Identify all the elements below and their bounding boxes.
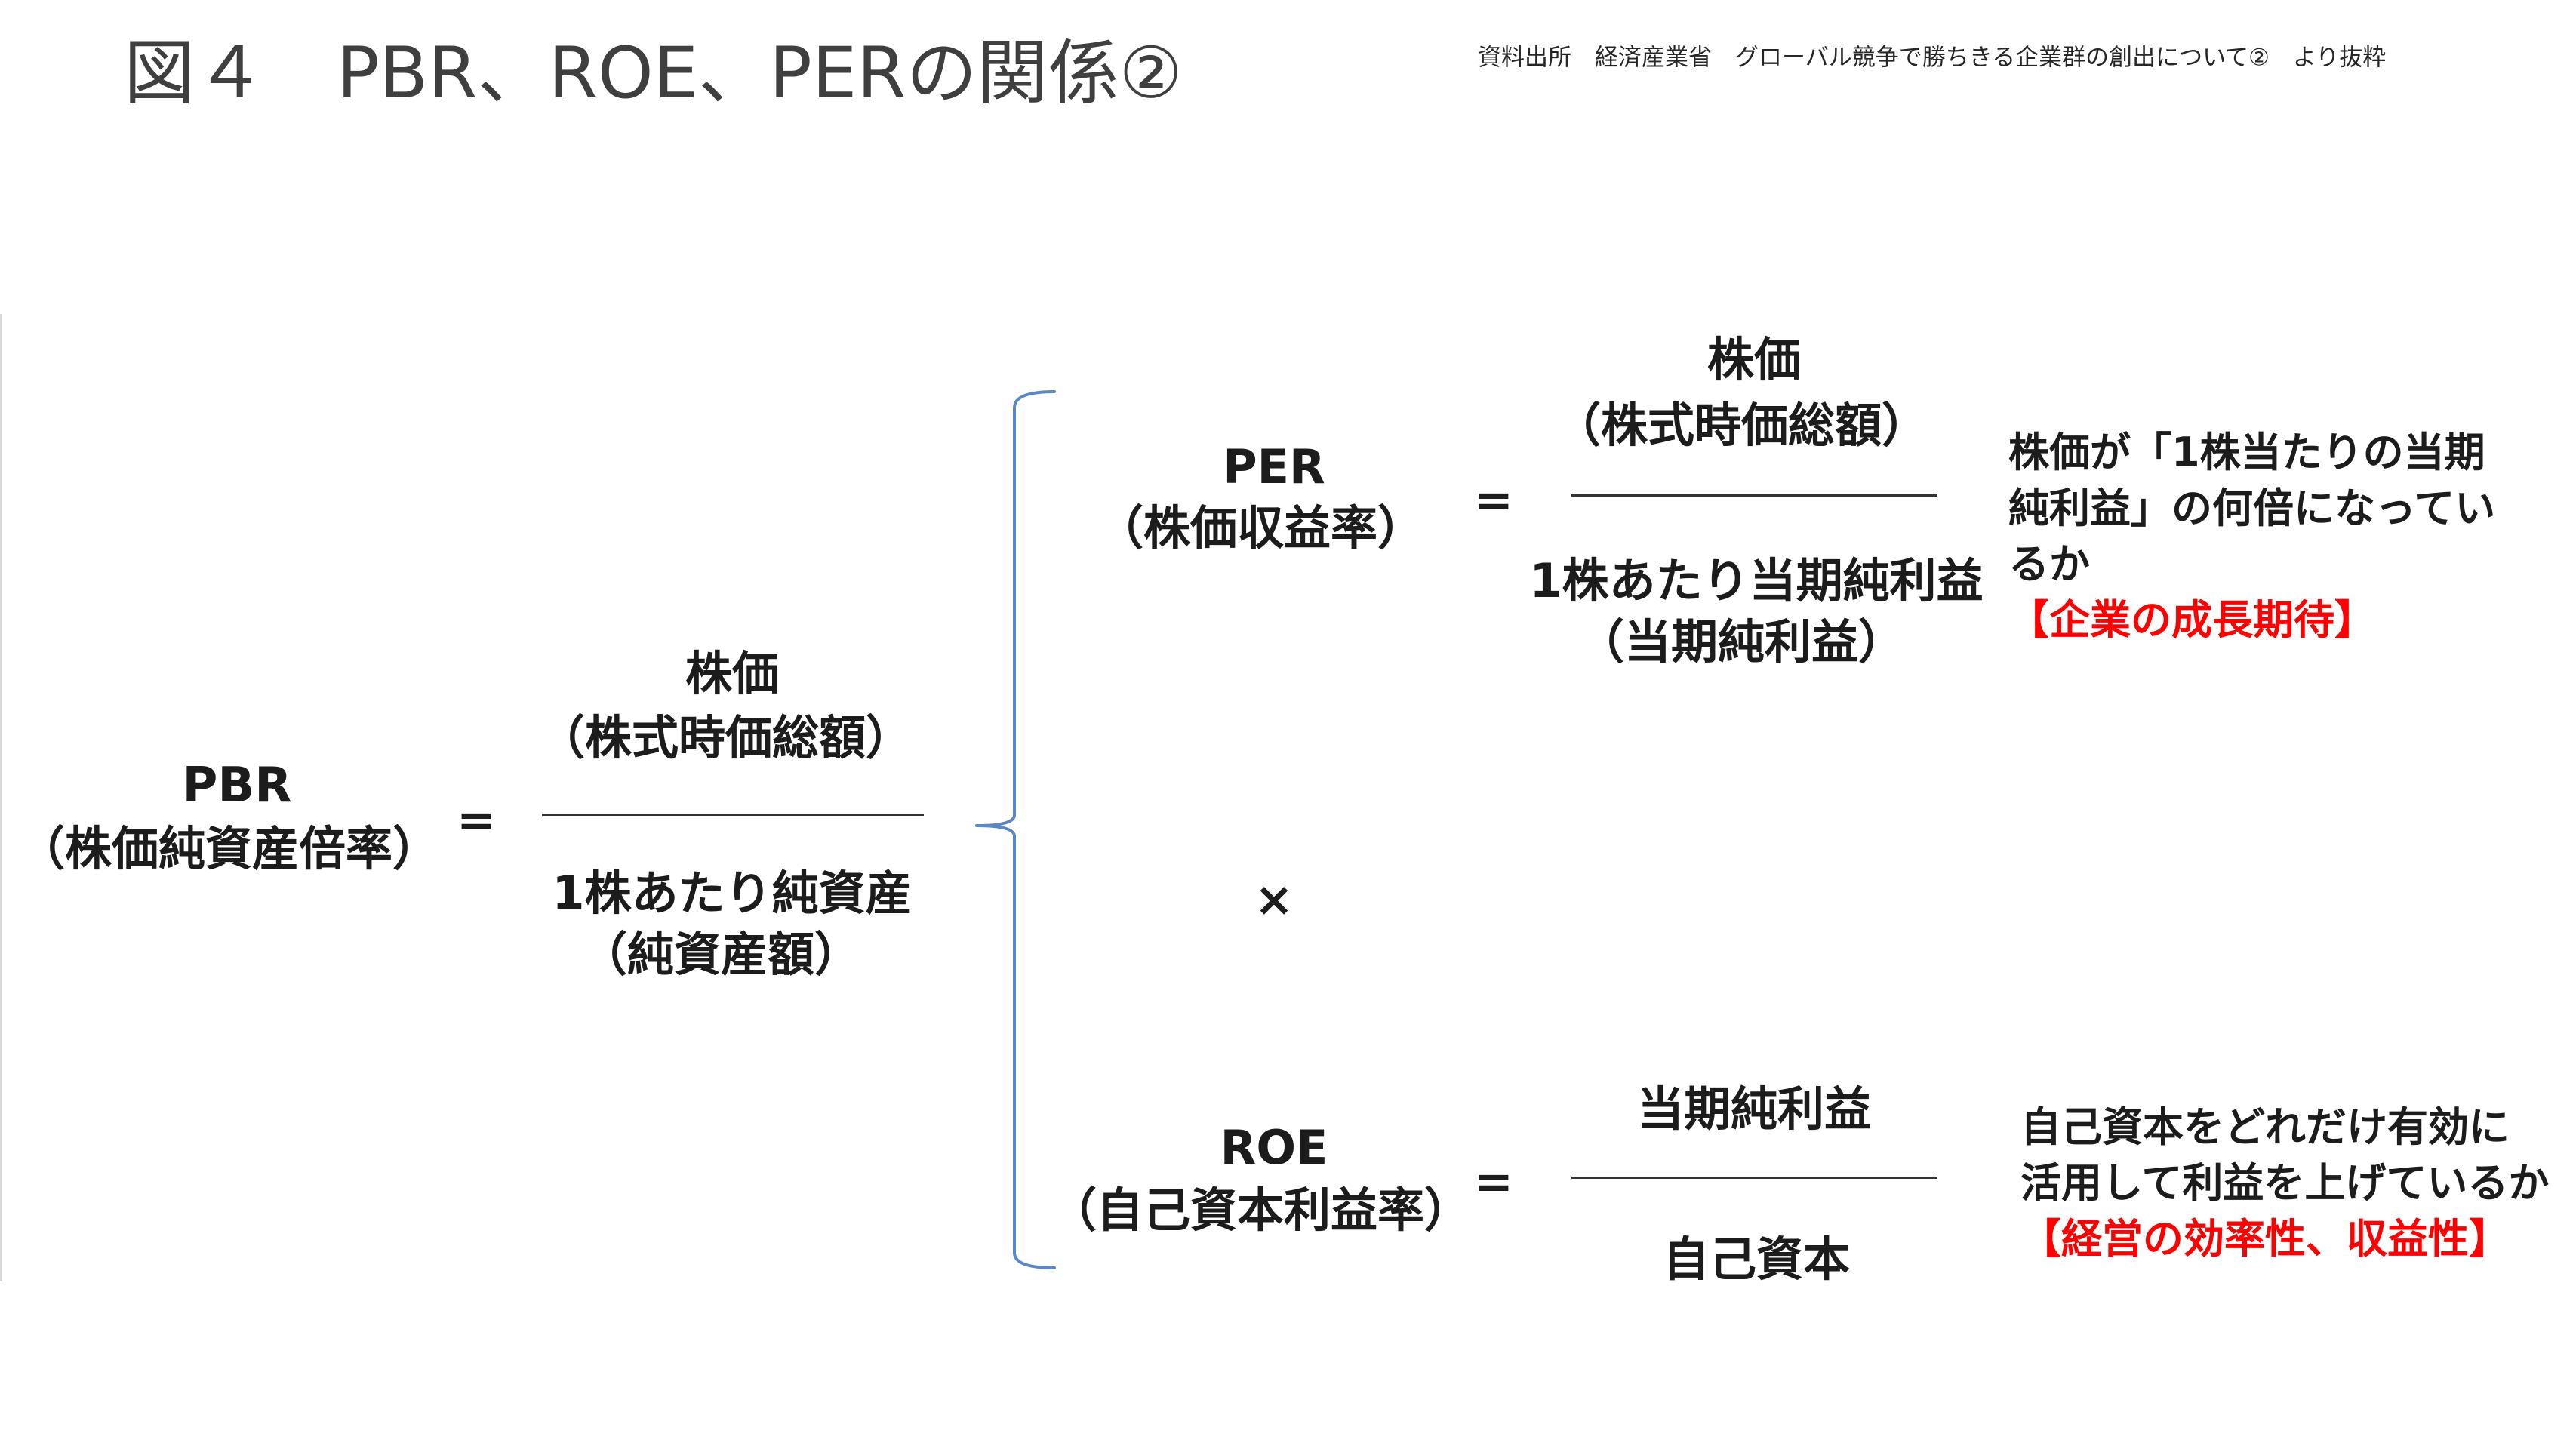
roe-full-name: （自己資本利益率） <box>1049 1183 1472 1238</box>
per-explanation: 株価が「1株当たりの当期 純利益」の何倍になってい るか 【企業の成長期待】 <box>2008 425 2495 648</box>
roe-explanation-line: 自己資本をどれだけ有効に <box>2020 1103 2510 1151</box>
pbr-fraction-bar <box>542 814 924 816</box>
pbr-numerator-sub: （株式時価総額） <box>537 710 913 765</box>
curly-brace-path <box>975 390 1056 1269</box>
per-fraction-bar <box>1571 494 1937 497</box>
pbr-denominator-main: 1株あたり純資産 <box>552 866 913 921</box>
formula-diagram: PBR （株価純資産倍率） = 株価 （株式時価総額） 1株あたり純資産 （純資… <box>0 314 2576 1281</box>
roe-explanation-line: 活用して利益を上げているか <box>2020 1159 2550 1207</box>
pbr-label: PBR <box>182 758 292 814</box>
roe-equals-sign: = <box>1474 1154 1513 1209</box>
pbr-full-name: （株価純資産倍率） <box>17 821 440 876</box>
source-note: 資料出所 経済産業省 グローバル競争で勝ちきる企業群の創出について② より抜粋 <box>1478 44 2387 72</box>
roe-explanation: 自己資本をどれだけ有効に 活用して利益を上げているか 【経営の効率性、収益性】 <box>2020 1100 2549 1267</box>
multiply-sign: × <box>1254 872 1294 927</box>
roe-denominator: 自己資本 <box>1662 1232 1851 1282</box>
pbr-denominator-sub: （純資産額） <box>580 927 862 982</box>
roe-fraction-bar <box>1571 1177 1937 1179</box>
per-explanation-line: 純利益」の何倍になってい <box>2008 485 2496 532</box>
curly-brace <box>975 390 1056 1269</box>
per-explanation-line: るか <box>2008 540 2090 588</box>
per-explanation-line: 株価が「1株当たりの当期 <box>2008 429 2485 476</box>
roe-numerator: 当期純利益 <box>1636 1081 1872 1137</box>
per-label: PER <box>1223 439 1325 494</box>
per-full-name: （株価収益率） <box>1096 500 1425 555</box>
pbr-equals-sign: = <box>457 792 496 848</box>
roe-label: ROE <box>1220 1120 1328 1175</box>
slide-title: 図４ PBR、ROE、PERの関係② <box>124 32 1183 115</box>
per-numerator-main: 株価 <box>1707 332 1802 387</box>
pbr-numerator-main: 株価 <box>685 646 780 701</box>
per-denominator-main: 1株あたり当期純利益 <box>1529 553 1984 608</box>
per-highlight-label: 【企業の成長期待】 <box>2008 596 2375 644</box>
roe-highlight-label: 【経営の効率性、収益性】 <box>2020 1215 2510 1263</box>
per-numerator-sub: （株式時価総額） <box>1553 398 1929 453</box>
per-equals-sign: = <box>1474 472 1513 528</box>
per-denominator-sub: （当期純利益） <box>1577 614 1906 669</box>
